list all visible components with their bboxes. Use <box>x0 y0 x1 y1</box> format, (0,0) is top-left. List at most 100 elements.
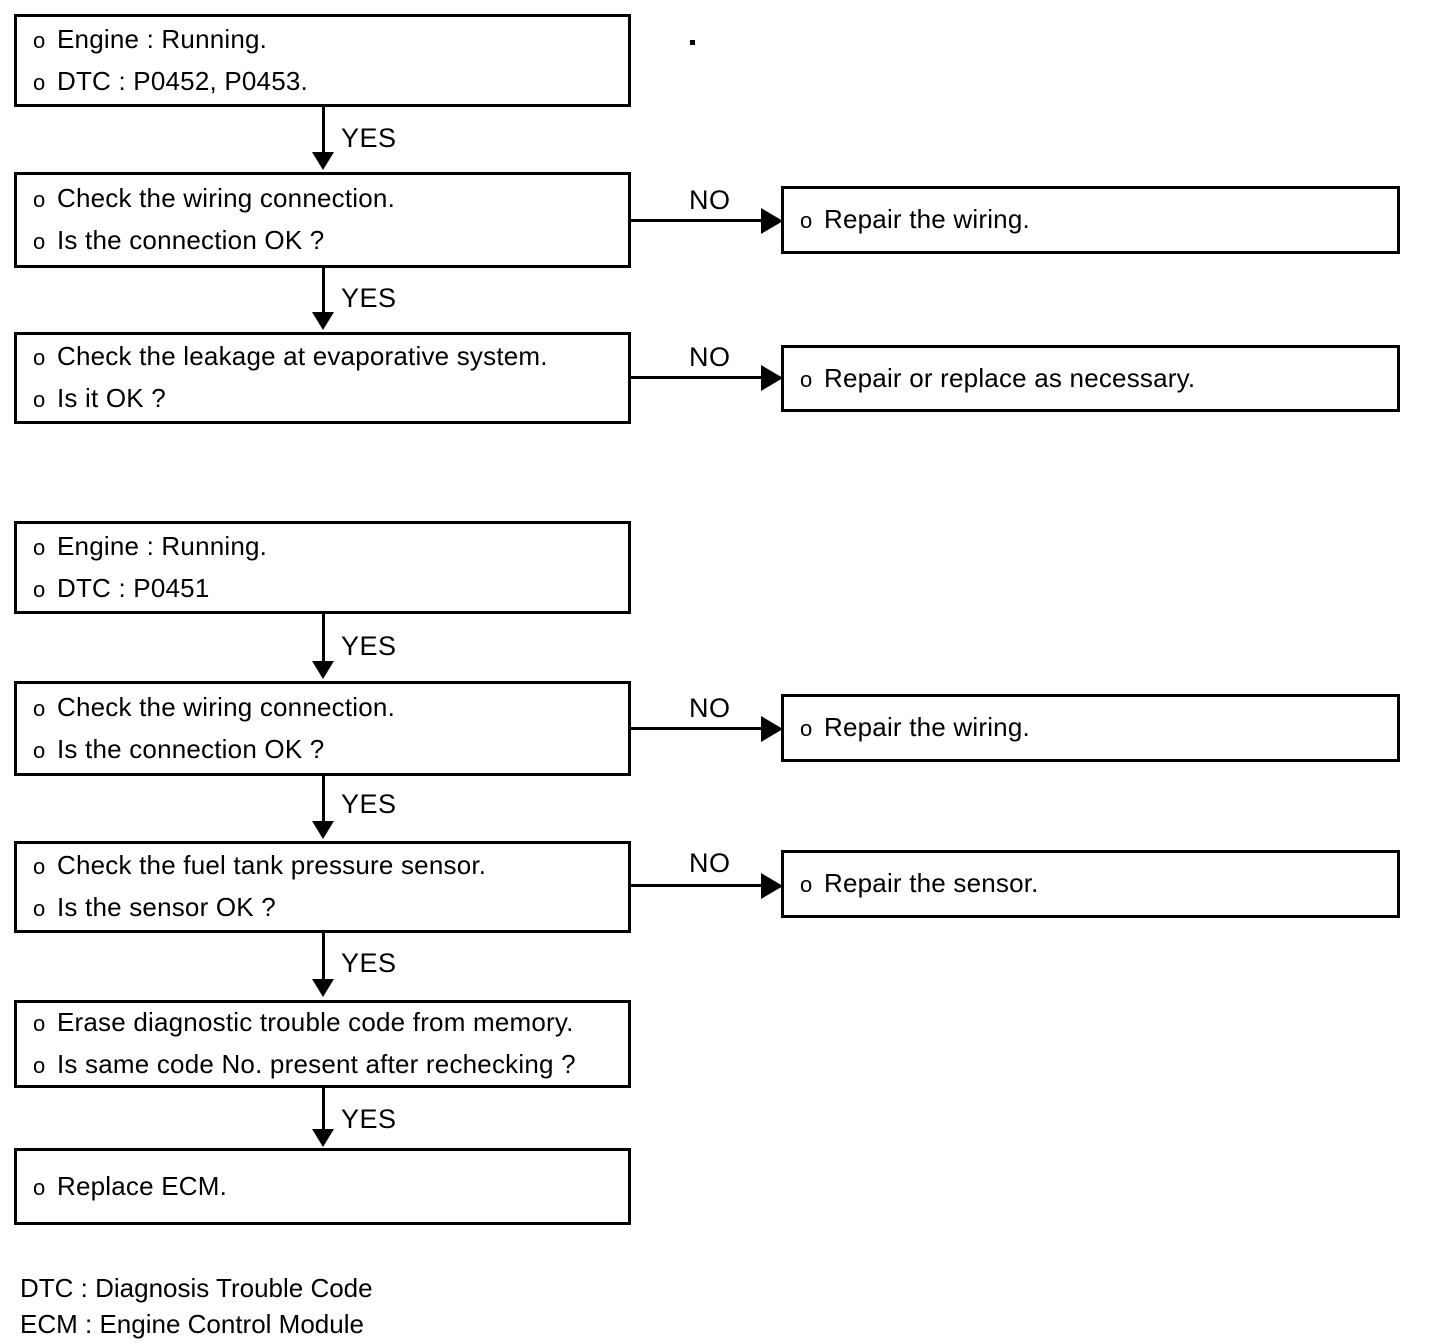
node-text: Repair the sensor. <box>824 868 1039 898</box>
node-text: Erase diagnostic trouble code from memor… <box>57 1007 574 1037</box>
edge-label-no: NO <box>689 693 731 723</box>
flow-node-repair-or-replace: o Repair or replace as necessary. <box>781 345 1400 412</box>
node-text: Engine : Running. <box>57 23 268 54</box>
arrow-head-down-icon <box>312 661 334 679</box>
flow-node-repair-sensor: o Repair the sensor. <box>781 850 1400 918</box>
scan-artifact-dot <box>690 40 695 45</box>
node-line: o Erase diagnostic trouble code from mem… <box>33 1002 628 1044</box>
arrow-head-right-icon <box>761 716 783 742</box>
flow-node-repair-wiring-1: o Repair the wiring. <box>781 186 1400 254</box>
node-line: o Is the connection OK ? <box>33 220 628 262</box>
edge-label-yes: YES <box>341 631 397 661</box>
arrow-head-down-icon <box>312 821 334 839</box>
bullet-marker: o <box>33 1011 46 1036</box>
bullet-marker: o <box>33 695 46 721</box>
bullet-marker: o <box>33 1053 46 1078</box>
bullet-marker: o <box>33 1174 46 1200</box>
connector-vertical <box>322 776 325 824</box>
node-text: Repair or replace as necessary. <box>824 362 1196 393</box>
arrow-head-down-icon <box>312 152 334 170</box>
bullet-marker: o <box>33 534 46 560</box>
flow-node-start-1: o Engine : Running. o DTC : P0452, P0453… <box>14 14 631 107</box>
node-line: o DTC : P0451 <box>33 568 628 610</box>
arrow-head-right-icon <box>761 873 783 899</box>
flow-node-erase-dtc: o Erase diagnostic trouble code from mem… <box>14 1000 631 1088</box>
connector-horizontal <box>631 376 767 379</box>
bullet-marker: o <box>33 187 46 212</box>
node-line: o Engine : Running. <box>33 526 628 568</box>
node-line: o Is it OK ? <box>33 378 628 420</box>
connector-horizontal <box>631 884 767 887</box>
node-text: Check the wiring connection. <box>57 691 396 722</box>
node-line: o Check the leakage at evaporative syste… <box>33 336 628 378</box>
node-text: Replace ECM. <box>57 1170 228 1201</box>
edge-label-yes: YES <box>341 283 397 313</box>
connector-horizontal <box>631 219 767 222</box>
connector-horizontal <box>631 727 767 730</box>
node-text: Is same code No. present after recheckin… <box>57 1049 576 1079</box>
edge-label-no: NO <box>689 185 731 215</box>
bullet-marker: o <box>33 896 46 921</box>
flow-node-replace-ecm: o Replace ECM. <box>14 1148 631 1225</box>
node-text: Is the sensor OK ? <box>57 892 276 922</box>
bullet-marker: o <box>800 208 813 233</box>
node-line: o Repair the wiring. <box>800 199 1397 241</box>
node-line: o Repair the wiring. <box>800 707 1397 749</box>
bullet-marker: o <box>33 69 46 95</box>
arrow-head-right-icon <box>761 365 783 391</box>
arrow-head-down-icon <box>312 312 334 330</box>
edge-label-yes: YES <box>341 948 397 978</box>
bullet-marker: o <box>33 229 46 254</box>
edge-label-no: NO <box>689 342 731 372</box>
node-text: Is it OK ? <box>57 383 166 413</box>
bullet-marker: o <box>33 27 46 53</box>
node-text: Check the wiring connection. <box>57 183 396 213</box>
node-text: Check the fuel tank pressure sensor. <box>57 850 487 880</box>
node-line: o Repair the sensor. <box>800 863 1397 905</box>
connector-vertical <box>322 107 325 155</box>
bullet-marker: o <box>33 345 46 370</box>
arrow-head-down-icon <box>312 1129 334 1147</box>
node-text: Is the connection OK ? <box>57 733 325 764</box>
bullet-marker: o <box>33 576 46 602</box>
node-line: o Check the fuel tank pressure sensor. <box>33 845 628 887</box>
flow-node-start-2: o Engine : Running. o DTC : P0451 <box>14 521 631 614</box>
bullet-marker: o <box>800 872 813 897</box>
bullet-marker: o <box>33 387 46 412</box>
legend-dtc: DTC : Diagnosis Trouble Code <box>20 1273 373 1303</box>
node-text: DTC : P0452, P0453. <box>57 65 308 96</box>
node-line: o Replace ECM. <box>33 1166 628 1208</box>
bullet-marker: o <box>800 366 813 392</box>
flow-node-check-leakage: o Check the leakage at evaporative syste… <box>14 332 631 424</box>
node-line: o Is the connection OK ? <box>33 729 628 771</box>
node-text: Check the leakage at evaporative system. <box>57 341 548 371</box>
node-text: Is the connection OK ? <box>57 225 325 255</box>
edge-label-no: NO <box>689 848 731 878</box>
flow-node-check-wiring-2: o Check the wiring connection. o Is the … <box>14 681 631 776</box>
bullet-marker: o <box>33 854 46 879</box>
edge-label-yes: YES <box>341 123 397 153</box>
edge-label-yes: YES <box>341 789 397 819</box>
connector-vertical <box>322 268 325 315</box>
connector-vertical <box>322 933 325 981</box>
flow-node-check-sensor: o Check the fuel tank pressure sensor. o… <box>14 841 631 933</box>
flow-node-repair-wiring-2: o Repair the wiring. <box>781 694 1400 762</box>
node-text: Repair the wiring. <box>824 712 1030 742</box>
connector-vertical <box>322 1088 325 1132</box>
node-text: Engine : Running. <box>57 530 268 561</box>
bullet-marker: o <box>33 737 46 763</box>
node-text: Repair the wiring. <box>824 204 1030 234</box>
node-text: DTC : P0451 <box>57 572 210 603</box>
node-line: o Check the wiring connection. <box>33 178 628 220</box>
legend-ecm: ECM : Engine Control Module <box>20 1309 364 1339</box>
node-line: o Engine : Running. <box>33 19 628 61</box>
node-line: o Is the sensor OK ? <box>33 887 628 929</box>
bullet-marker: o <box>800 716 813 741</box>
node-line: o Is same code No. present after recheck… <box>33 1044 628 1086</box>
connector-vertical <box>322 614 325 664</box>
arrow-head-down-icon <box>312 979 334 997</box>
node-line: o DTC : P0452, P0453. <box>33 61 628 103</box>
flow-node-check-wiring-1: o Check the wiring connection. o Is the … <box>14 172 631 268</box>
arrow-head-right-icon <box>761 208 783 234</box>
